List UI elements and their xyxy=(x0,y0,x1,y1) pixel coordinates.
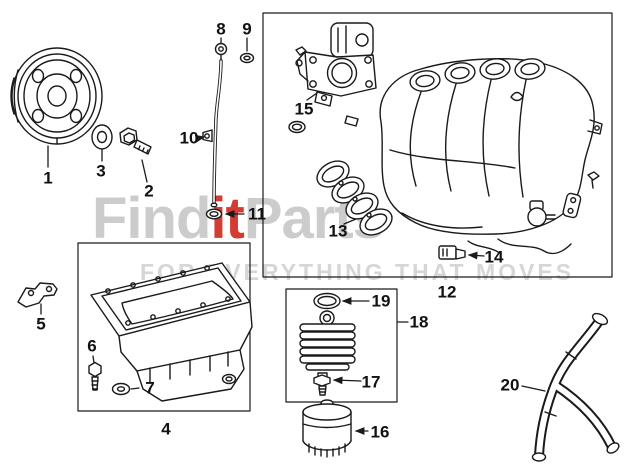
plug-drawing xyxy=(313,372,331,396)
watermark-tagline: FOR EVERYTHING THAT MOVES xyxy=(140,259,575,285)
callout-14: 14 xyxy=(484,247,504,267)
oil-cooler-drawing xyxy=(299,310,356,371)
oil-cooler-group-box xyxy=(285,288,398,403)
dipstick-o-ring-drawing xyxy=(205,208,223,220)
bracket-drawing xyxy=(17,282,58,308)
callout-8: 8 xyxy=(216,19,226,39)
callout-11: 11 xyxy=(248,204,266,224)
callout-6: 6 xyxy=(87,336,97,356)
callout-3: 3 xyxy=(96,161,106,181)
callout-10: 10 xyxy=(179,128,199,148)
intake-gasket-drawing xyxy=(316,160,393,236)
callout-1: 1 xyxy=(43,168,53,188)
cap-drawing xyxy=(239,52,255,64)
callout-17: 17 xyxy=(361,372,381,392)
callout-12: 12 xyxy=(437,282,457,302)
throttle-body-drawing xyxy=(288,22,377,134)
callout-13: 13 xyxy=(328,221,348,241)
callout-4: 4 xyxy=(161,419,171,439)
intake-manifold-drawing xyxy=(379,58,603,235)
callout-7: 7 xyxy=(145,378,155,398)
crankshaft-pulley-drawing xyxy=(10,47,103,145)
callout-18: 18 xyxy=(409,312,429,332)
washer-drawing xyxy=(91,124,113,150)
oil-filter-drawing xyxy=(302,399,352,458)
callout-16: 16 xyxy=(370,422,390,442)
drain-washer-drawing xyxy=(111,382,131,396)
manifold-fittings-drawing xyxy=(467,171,600,255)
dipstick-drawing xyxy=(202,42,228,208)
bolt-drawing xyxy=(119,127,152,155)
oil-pan-drawing xyxy=(90,262,253,402)
callout-19: 19 xyxy=(371,291,391,311)
callout-leader-lines xyxy=(40,37,546,435)
coolant-pipe-drawing xyxy=(531,312,620,462)
callout-5: 5 xyxy=(36,314,46,334)
callout-20: 20 xyxy=(500,375,520,395)
sensor-drawing xyxy=(438,245,466,260)
callout-9: 9 xyxy=(242,19,252,39)
callout-2: 2 xyxy=(144,181,154,201)
drain-bolt-drawing xyxy=(88,361,102,391)
callout-15: 15 xyxy=(294,99,314,119)
cooler-o-ring-drawing xyxy=(313,292,341,310)
watermark-brand-prefix: Find xyxy=(92,186,211,251)
intake-manifold-group-box xyxy=(262,12,613,278)
